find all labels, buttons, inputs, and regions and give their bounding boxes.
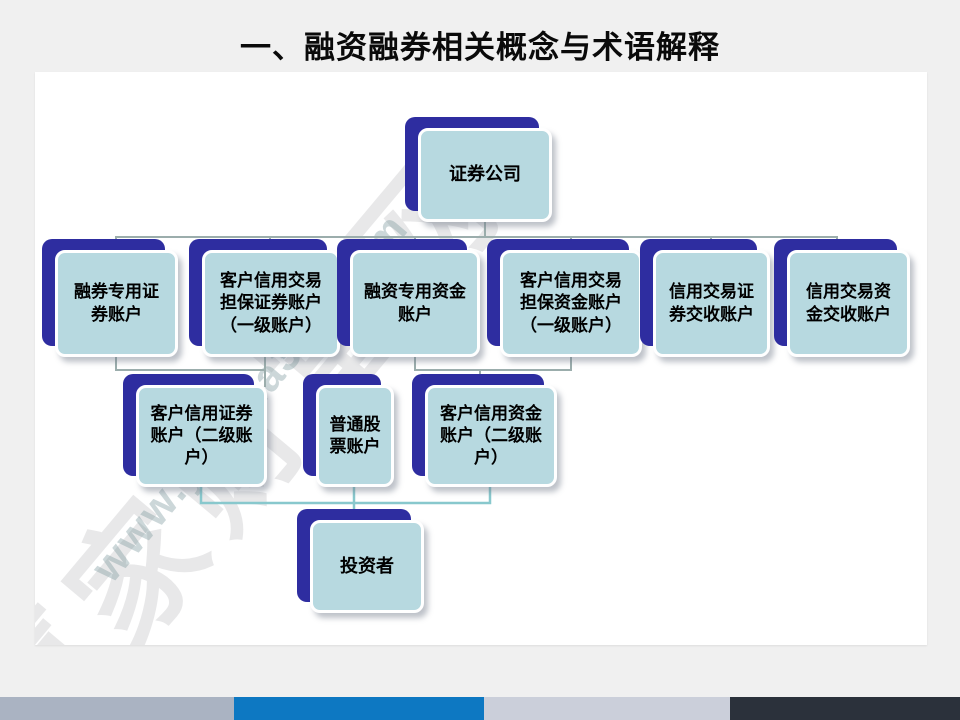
node-financing-funds-account: 融资专用资金 账户 [350, 250, 480, 357]
node-label: 证券公司 [449, 164, 521, 185]
node-label: 投资者 [340, 555, 394, 576]
node-ordinary-stock-account: 普通股 票账户 [316, 385, 394, 487]
node-margin-securities-account: 融券专用证 券账户 [55, 250, 178, 357]
node-client-credit-funds-account: 客户信用资金 账户（二级账 户） [425, 385, 557, 487]
bottom-bar-segment-1 [0, 697, 234, 720]
bottom-bar-segment-2 [234, 697, 484, 720]
bottom-bar-segment-4 [730, 697, 960, 720]
node-label: 客户信用资金 账户（二级账 户） [440, 403, 542, 468]
node-label: 客户信用证券 账户（二级账 户） [150, 403, 253, 468]
node-credit-securities-settlement-account: 信用交易证 券交收账户 [653, 250, 770, 357]
node-client-credit-securities-account: 客户信用证券 账户（二级账 户） [136, 385, 267, 487]
bottom-accent-bar [0, 697, 960, 720]
node-investor: 投资者 [310, 520, 424, 613]
node-client-credit-collateral-securities-account: 客户信用交易 担保证券账户 （一级账户） [202, 250, 340, 357]
node-label: 融券专用证 券账户 [74, 282, 159, 324]
node-label: 融资专用资金 账户 [364, 282, 466, 324]
node-credit-funds-settlement-account: 信用交易资 金交收账户 [787, 250, 910, 357]
node-label: 信用交易资 金交收账户 [806, 282, 891, 324]
node-label: 客户信用交易 担保资金账户 （一级账户） [520, 271, 622, 335]
node-label: 信用交易证 券交收账户 [669, 282, 754, 324]
node-label: 普通股 票账户 [329, 414, 381, 456]
node-label: 客户信用交易 担保证券账户 （一级账户） [220, 271, 322, 335]
node-client-credit-collateral-funds-account: 客户信用交易 担保资金账户 （一级账户） [500, 250, 642, 357]
bottom-bar-segment-3 [484, 697, 730, 720]
node-securities-company: 证券公司 [418, 128, 552, 222]
page-title: 一、融资融券相关概念与术语解释 [240, 30, 720, 66]
